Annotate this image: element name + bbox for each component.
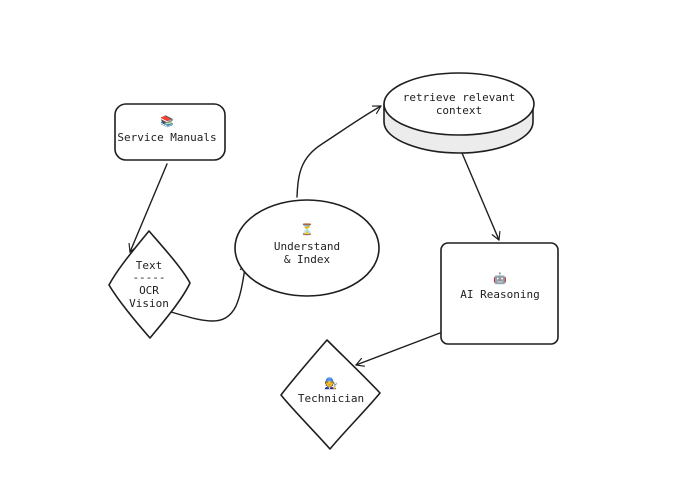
node-label-ocr-line-3: OCR	[139, 284, 159, 297]
node-service-manuals: 📚 Service Manuals	[114, 103, 226, 161]
edge-ocr-to-understand	[170, 262, 250, 322]
node-label-retrieve-line-2: context	[436, 104, 482, 117]
technician-icon: 🧑‍🔧	[324, 377, 338, 390]
node-label-ocr-line-2: -----	[132, 271, 165, 284]
node-technician: 🧑‍🔧 Technician	[280, 339, 381, 450]
hourglass-icon: ⏳	[300, 223, 314, 236]
node-label-ocr-line-1: Text	[136, 259, 163, 272]
node-understand-index: ⏳ Understand & Index	[234, 199, 380, 297]
node-ocr-vision: Text ----- OCR Vision	[108, 230, 191, 339]
edge-manuals-to-ocr	[128, 163, 168, 253]
edge-understand-to-retrieve	[296, 105, 382, 198]
node-label-understand-line-1: Understand	[274, 240, 340, 253]
node-label-ai-reasoning: AI Reasoning	[460, 288, 539, 301]
node-label-technician: Technician	[298, 392, 364, 405]
node-retrieve-context: retrieve relevant context	[383, 72, 535, 154]
node-ai-reasoning: 🤖 AI Reasoning	[440, 242, 559, 345]
books-icon: 📚	[160, 115, 174, 128]
edge-ai-to-technician	[355, 332, 441, 367]
edge-retrieve-to-ai	[461, 152, 501, 241]
node-label-ocr-line-4: Vision	[129, 297, 169, 310]
node-label-service-manuals: Service Manuals	[117, 131, 216, 144]
robot-icon: 🤖	[493, 272, 507, 285]
node-label-retrieve-line-1: retrieve relevant	[403, 91, 516, 104]
node-label-understand-line-2: & Index	[284, 253, 331, 266]
